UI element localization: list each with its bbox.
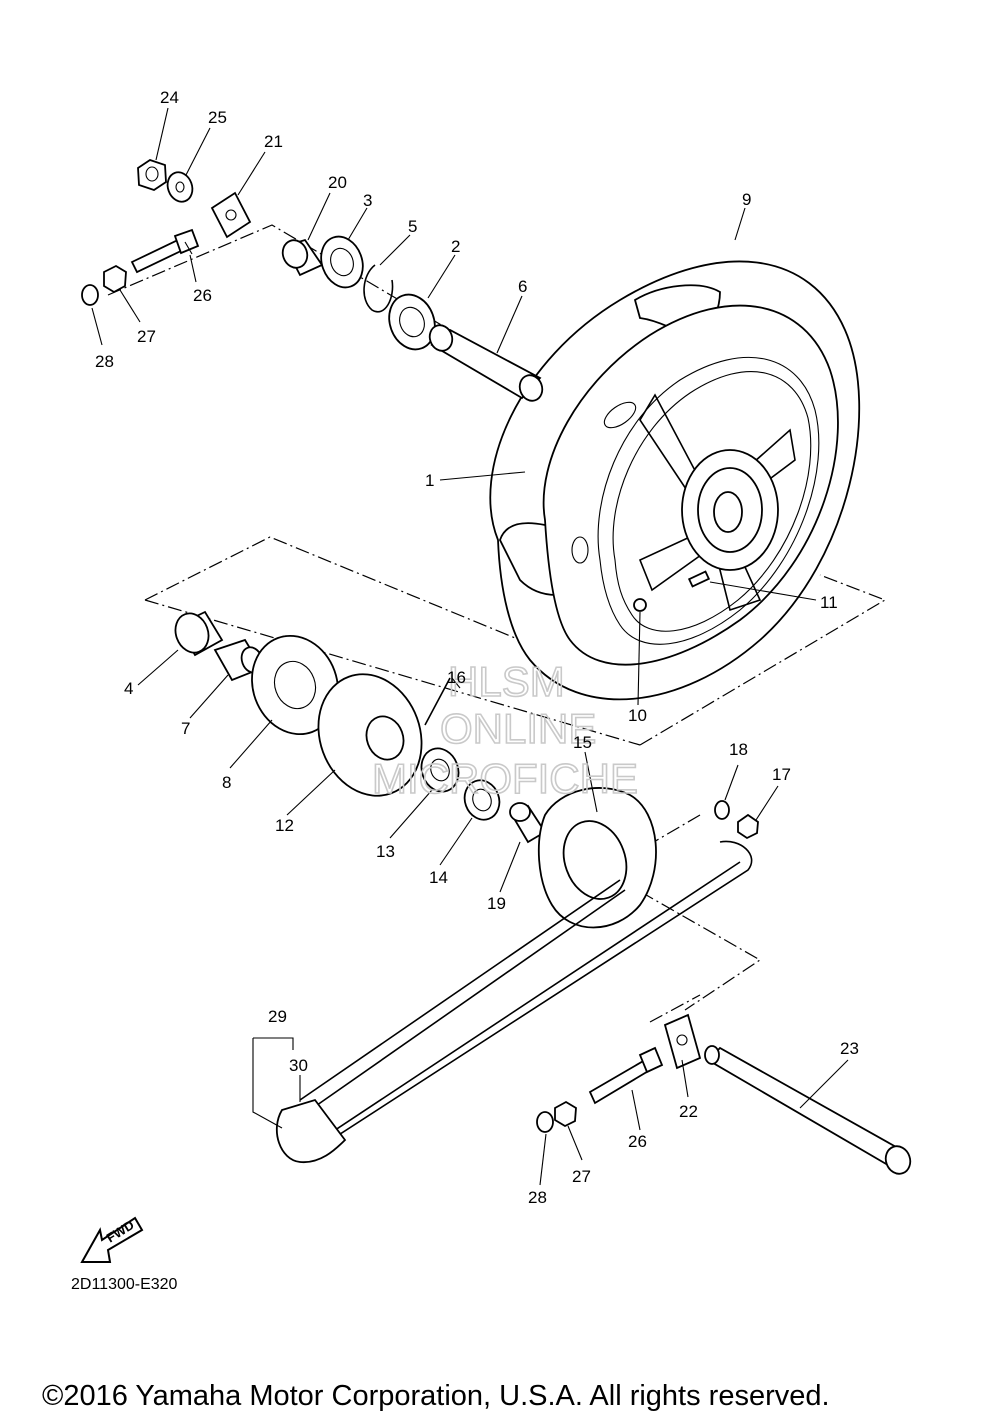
leader-lines <box>91 107 849 1186</box>
callout-20: 20 <box>328 173 347 192</box>
callout-numbers: 1 2 3 4 5 6 7 8 9 10 11 12 13 14 15 16 1… <box>95 88 859 1207</box>
callout-29: 29 <box>268 1007 287 1026</box>
callout-2: 2 <box>451 237 460 256</box>
callout-24: 24 <box>160 88 179 107</box>
watermark-line-3: MICROFICHE <box>372 755 638 802</box>
callout-18: 18 <box>729 740 748 759</box>
drive-chain <box>275 840 753 1163</box>
callout-28-bottom: 28 <box>528 1188 547 1207</box>
rear-wheel-assembly <box>489 260 861 701</box>
callout-17: 17 <box>772 765 791 784</box>
watermark: HLSM ONLINE MICROFICHE <box>371 657 639 803</box>
callout-3: 3 <box>363 191 372 210</box>
right-side-parts <box>536 1013 912 1175</box>
callout-26-top: 26 <box>193 286 212 305</box>
callout-13: 13 <box>376 842 395 861</box>
watermark-line-1: HLSM <box>448 658 565 705</box>
callout-12: 12 <box>275 816 294 835</box>
callout-19: 19 <box>487 894 506 913</box>
callout-9: 9 <box>742 190 751 209</box>
callout-7: 7 <box>181 719 190 738</box>
callout-21: 21 <box>264 132 283 151</box>
hub-sprocket-parts <box>174 610 759 929</box>
callout-30: 30 <box>289 1056 308 1075</box>
callout-28-top: 28 <box>95 352 114 371</box>
callout-26-bottom: 26 <box>628 1132 647 1151</box>
callout-11: 11 <box>820 593 838 612</box>
callout-5: 5 <box>408 217 417 236</box>
callout-6: 6 <box>518 277 527 296</box>
callout-27-bottom: 27 <box>572 1167 591 1186</box>
callout-4: 4 <box>124 679 133 698</box>
callout-22: 22 <box>679 1102 698 1121</box>
callout-1: 1 <box>425 471 434 490</box>
callout-23: 23 <box>840 1039 859 1058</box>
callout-10: 10 <box>628 706 647 725</box>
watermark-line-2: ONLINE <box>440 705 596 752</box>
callout-15: 15 <box>573 733 592 752</box>
callout-25: 25 <box>208 108 227 127</box>
forward-direction-arrow: FWD <box>80 1216 144 1263</box>
callout-16: 16 <box>447 668 466 687</box>
callout-14: 14 <box>429 868 448 887</box>
diagram-code: 2D11300-E320 <box>71 1276 178 1293</box>
fwd-label: FWD <box>104 1217 137 1245</box>
callout-27-top: 27 <box>137 327 156 346</box>
callout-8: 8 <box>222 773 231 792</box>
copyright-notice: ©2016 Yamaha Motor Corporation, U.S.A. A… <box>42 1380 830 1412</box>
left-side-parts <box>81 159 544 402</box>
